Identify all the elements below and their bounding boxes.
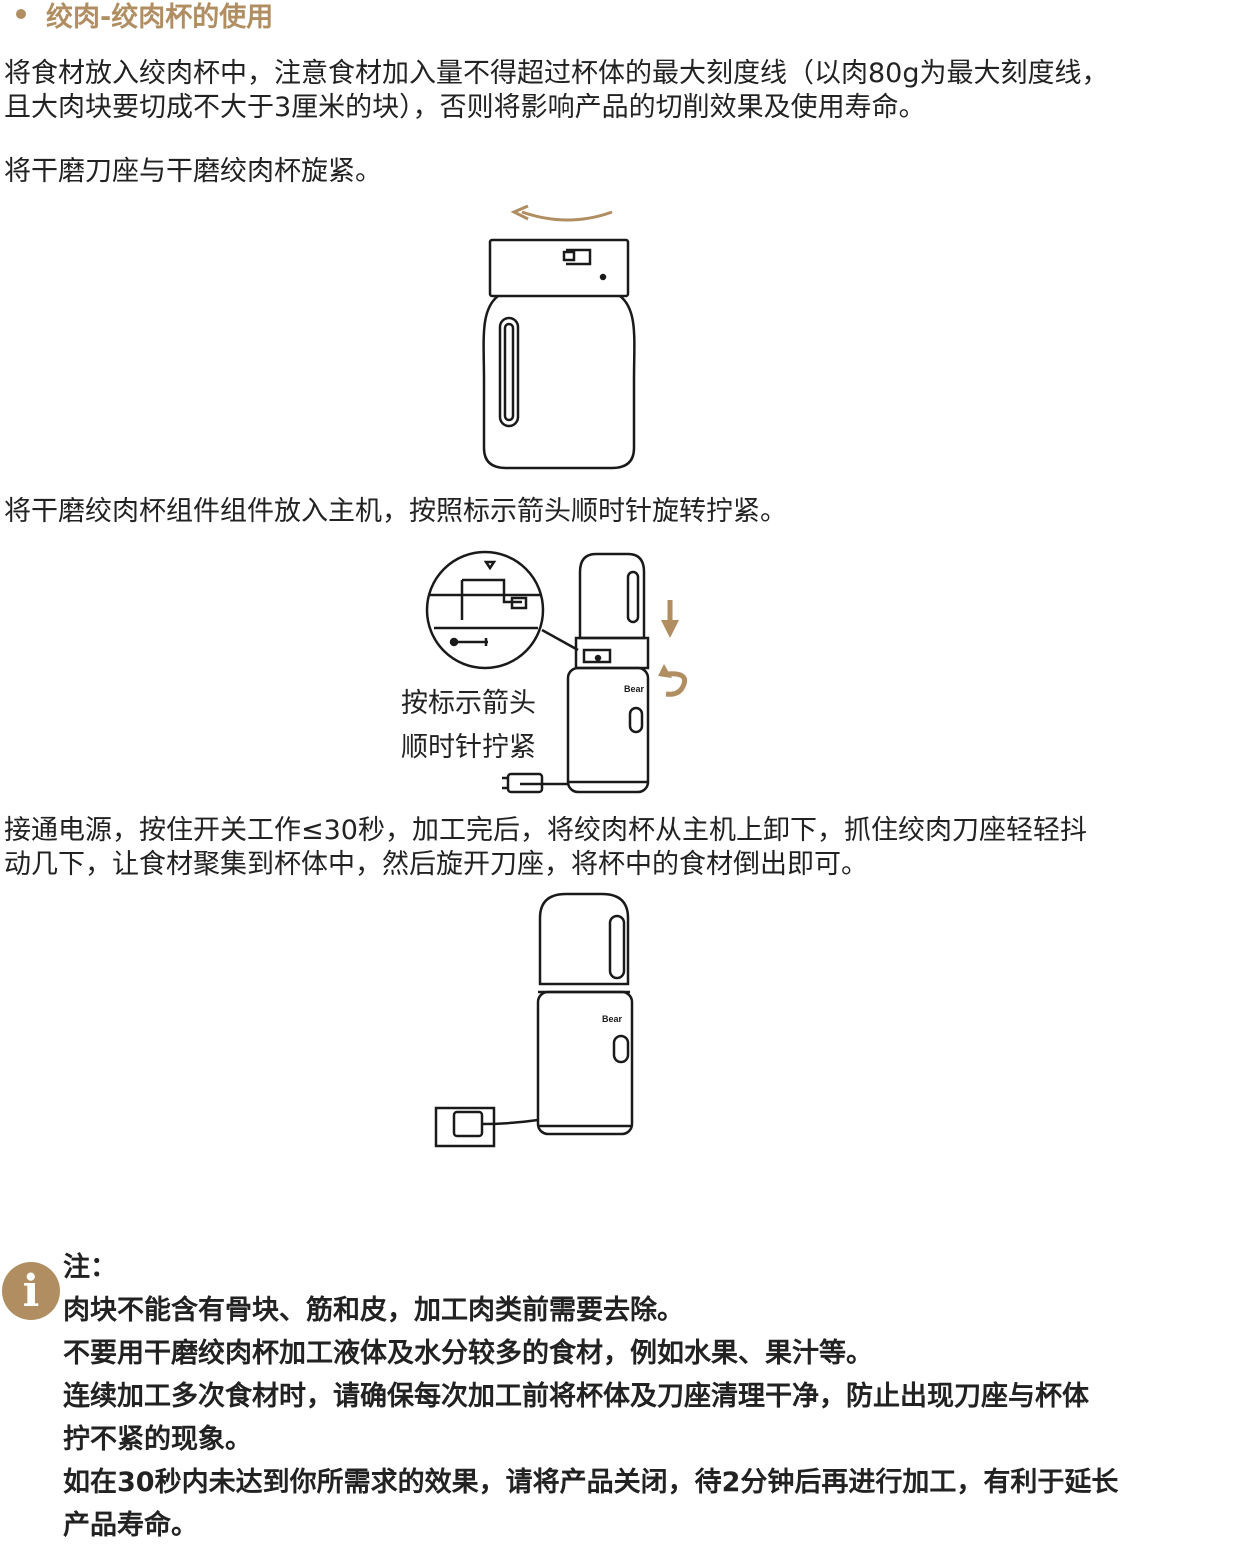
cup-drawing — [574, 552, 650, 670]
grinding-cup-drawing — [482, 238, 636, 470]
note-block: 注： 肉块不能含有骨块、筋和皮，加工肉类前需要去除。 不要用干磨绞肉杯加工液体及… — [63, 1246, 1118, 1547]
bullet-dot — [16, 9, 26, 19]
section-heading: 绞肉-绞肉杯的使用 — [12, 0, 273, 34]
zoom-detail — [425, 550, 579, 670]
step-2-text: 将干磨刀座与干磨绞肉杯旋紧。 — [4, 156, 382, 187]
clockwise-arrow-icon — [658, 664, 688, 697]
main-unit-drawing — [502, 666, 650, 794]
figure-assemble-main-unit: Bear — [425, 550, 688, 794]
step-1-text: 将食材放入绞肉杯中，注意食材加入量不得超过杯体的最大刻度线（以肉80g为最大刻度… — [4, 58, 1109, 123]
wall-socket-drawing — [434, 1106, 539, 1148]
rotation-arrow-icon — [510, 204, 613, 222]
figure-callout: 按标示箭头 顺时针拧紧 — [401, 688, 536, 763]
svg-text:Bear: Bear — [624, 684, 645, 694]
note-line: 连续加工多次食材时，请确保每次加工前将杯体及刀座清理干净，防止出现刀座与杯体 — [63, 1381, 1089, 1412]
note-line: 拧不紧的现象。 — [63, 1424, 252, 1455]
note-line: 如在30秒内未达到你所需求的效果，请将产品关闭，待2分钟后再进行加工，有利于延长 — [63, 1467, 1119, 1498]
section-heading-text: 绞肉-绞肉杯的使用 — [46, 1, 274, 33]
step-3-text: 将干磨绞肉杯组件组件放入主机，按照标示箭头顺时针旋转拧紧。 — [4, 496, 787, 527]
down-arrow-icon — [661, 600, 679, 638]
figure-power-on: Bear — [434, 892, 634, 1148]
info-icon: i — [2, 1262, 60, 1320]
note-line: 产品寿命。 — [63, 1510, 198, 1541]
note-line: 肉块不能含有骨块、筋和皮，加工肉类前需要去除。 — [63, 1295, 684, 1326]
step-4-text: 接通电源，按住开关工作≤30秒，加工完后，将绞肉杯从主机上卸下，抓住绞肉刀座轻轻… — [4, 815, 1087, 880]
svg-text:Bear: Bear — [602, 1014, 623, 1024]
note-title: 注： — [63, 1252, 117, 1283]
cup-on-unit-drawing — [538, 892, 630, 994]
main-unit-drawing — [536, 990, 634, 1136]
note-line: 不要用干磨绞肉杯加工液体及水分较多的食材，例如水果、果汁等。 — [63, 1338, 873, 1369]
figure-cup-tighten — [482, 204, 636, 470]
